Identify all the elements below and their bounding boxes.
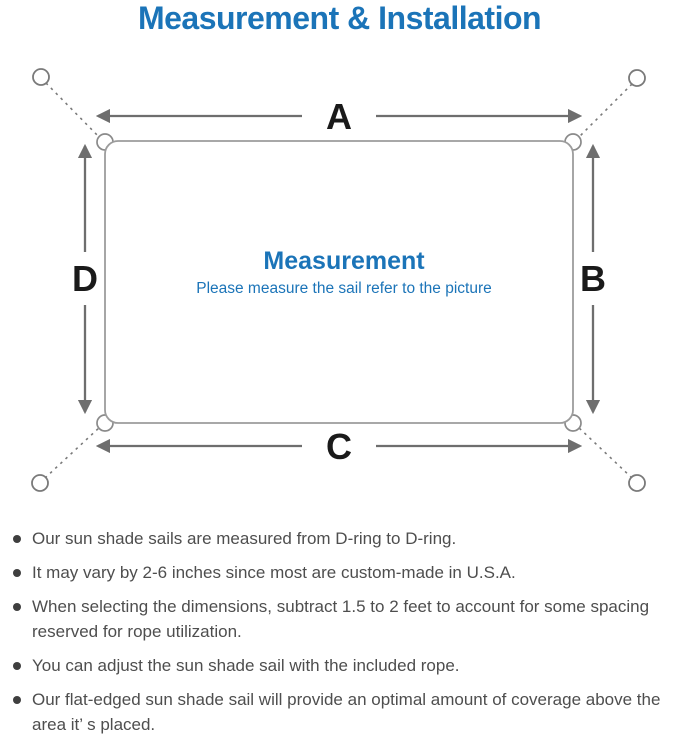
bullet-dot-icon [13, 602, 21, 611]
note-text: When selecting the dimensions, subtract … [32, 597, 650, 641]
note-text: It may vary by 2-6 inches since most are… [32, 563, 516, 582]
rope-line-bottom-right [576, 425, 633, 479]
note-text: You can adjust the sun shade sail with t… [32, 656, 460, 675]
anchor-ring-icon [31, 474, 49, 492]
measurement-heading: Measurement [263, 247, 425, 275]
list-item: Our flat-edged sun shade sail will provi… [13, 687, 674, 737]
dimension-label-b: B [580, 258, 606, 299]
sail-rectangle [104, 140, 574, 424]
rope-line-top-left [45, 82, 102, 140]
note-text: Our sun shade sails are measured from D-… [32, 529, 457, 548]
list-item: When selecting the dimensions, subtract … [13, 594, 674, 644]
anchor-ring-icon [32, 68, 50, 86]
sail-measurement-diagram: A B C D Measurement Please measure the s… [31, 68, 646, 492]
anchor-rings [31, 68, 646, 492]
rope-line-bottom-left [44, 425, 102, 479]
rope-line-top-right [576, 83, 633, 140]
bullet-dot-icon [13, 661, 21, 670]
bullet-dot-icon [13, 534, 21, 543]
anchor-ring-icon [628, 474, 646, 492]
bullet-dot-icon [13, 568, 21, 577]
note-text: Our flat-edged sun shade sail will provi… [32, 690, 661, 734]
dashed-rope-lines [44, 82, 633, 479]
list-item: It may vary by 2-6 inches since most are… [13, 560, 674, 585]
page-title: Measurement & Installation [137, 0, 542, 36]
dimension-label-a: A [326, 96, 352, 137]
bullet-dot-icon [13, 695, 21, 704]
measurement-caption: Please measure the sail refer to the pic… [196, 280, 492, 297]
list-item: Our sun shade sails are measured from D-… [13, 526, 674, 551]
list-item: You can adjust the sun shade sail with t… [13, 653, 674, 678]
notes-list: Our sun shade sails are measured from D-… [13, 526, 674, 739]
dimension-arrows [77, 108, 601, 454]
dimension-label-c: C [326, 426, 352, 467]
dimension-label-d: D [72, 258, 98, 299]
anchor-ring-icon [628, 69, 646, 87]
